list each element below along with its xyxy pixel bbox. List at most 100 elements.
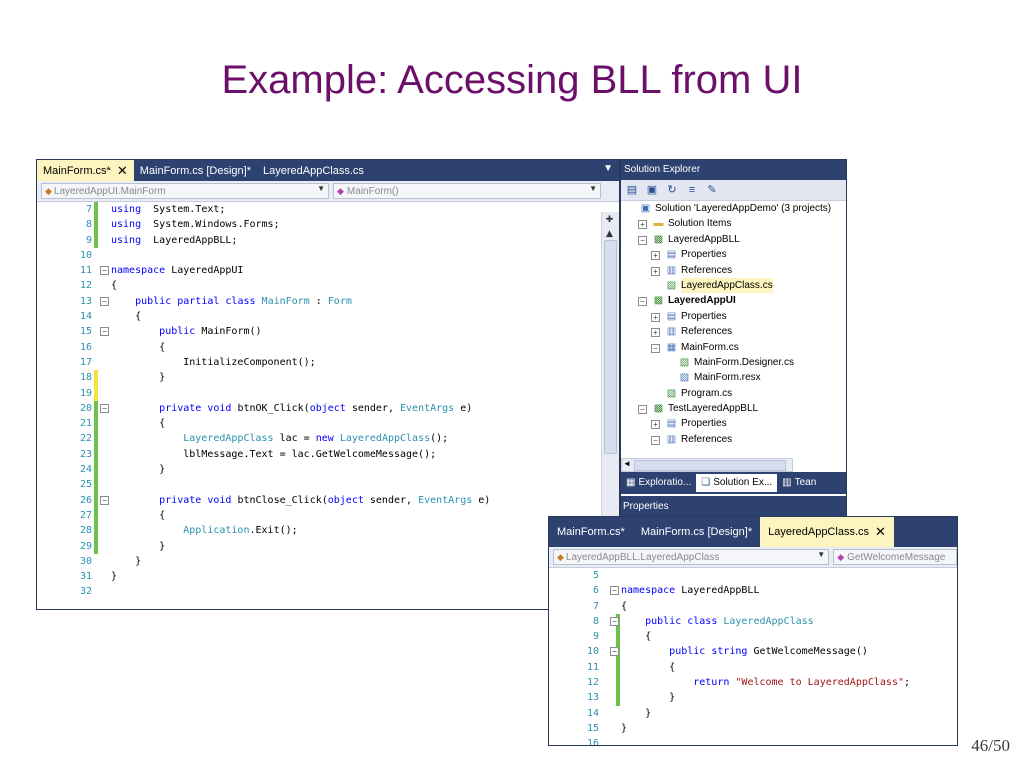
scrollbar-thumb[interactable]: [604, 240, 617, 454]
tree-item[interactable]: +▤Properties: [621, 247, 846, 262]
code-line[interactable]: 6−namespace LayeredAppBLL: [549, 583, 957, 598]
collapse-icon[interactable]: −: [610, 616, 619, 626]
code-line[interactable]: 22 LayeredAppClass lac = new LayeredAppC…: [37, 431, 619, 447]
member-dropdown[interactable]: ◆ GetWelcomeMessage: [833, 549, 957, 565]
expand-icon[interactable]: +: [651, 251, 660, 261]
code-line[interactable]: 5: [549, 568, 957, 583]
code-line[interactable]: 16 {: [37, 340, 619, 355]
code-line[interactable]: 31}: [37, 569, 619, 584]
tab-mainform-design[interactable]: MainForm.cs [Design]*: [134, 160, 257, 181]
collapse-icon[interactable]: −: [651, 343, 660, 353]
expand-icon[interactable]: +: [638, 220, 647, 230]
code-line[interactable]: 17 InitializeComponent();: [37, 355, 619, 370]
code-line[interactable]: 10− public string GetWelcomeMessage(): [549, 644, 957, 660]
code-line[interactable]: 15}: [549, 721, 957, 736]
tree-item[interactable]: −▩LayeredAppBLL: [621, 232, 846, 247]
code-line[interactable]: 28 Application.Exit();: [37, 523, 619, 539]
tree-item[interactable]: +▤Properties: [621, 416, 846, 431]
tree-item[interactable]: ▨MainForm.resx: [621, 370, 846, 385]
code-line[interactable]: 13− public partial class MainForm : Form: [37, 294, 619, 309]
code-line[interactable]: 15− public MainForm(): [37, 324, 619, 339]
type-dropdown[interactable]: ◆ LayeredAppBLL.LayeredAppClass ▼: [553, 549, 830, 565]
properties-icon[interactable]: ▤: [626, 183, 638, 196]
collapse-icon[interactable]: −: [610, 647, 619, 657]
collapse-icon[interactable]: −: [100, 403, 109, 413]
tree-item[interactable]: +▥References: [621, 324, 846, 339]
code-line[interactable]: 8− public class LayeredAppClass: [549, 613, 957, 630]
collapse-icon[interactable]: −: [610, 586, 619, 596]
expand-icon[interactable]: +: [651, 312, 660, 322]
collapse-icon[interactable]: −: [651, 435, 660, 445]
expand-icon[interactable]: +: [651, 266, 660, 276]
tab-solution-explorer[interactable]: ❏ Solution Ex...: [696, 474, 778, 492]
code-line[interactable]: 12{: [37, 278, 619, 293]
code-line[interactable]: 23 lblMessage.Text = lac.GetWelcomeMessa…: [37, 446, 619, 463]
code-line[interactable]: 25: [37, 477, 619, 493]
tab-exploration[interactable]: ▦ Exploratio...: [621, 474, 696, 492]
code-line[interactable]: 16: [549, 736, 957, 745]
tab-layeredappclass-cs[interactable]: LayeredAppClass.cs ✕: [760, 517, 894, 547]
code-line[interactable]: 32: [37, 584, 619, 599]
code-line[interactable]: 26− private void btnClose_Click(object s…: [37, 492, 619, 508]
type-dropdown[interactable]: ◆ LayeredAppUI.MainForm ▼: [41, 183, 329, 199]
scrollbar-thumb[interactable]: [634, 460, 786, 471]
tree-item[interactable]: −▦MainForm.cs: [621, 340, 846, 355]
tree-item[interactable]: ▧MainForm.Designer.cs: [621, 355, 846, 370]
close-icon[interactable]: ✕: [875, 524, 886, 539]
chevron-down-icon[interactable]: ▼: [603, 163, 613, 174]
horizontal-scrollbar[interactable]: ◄: [621, 458, 793, 472]
tree-item[interactable]: +▥References: [621, 263, 846, 278]
code-line[interactable]: 19: [37, 385, 619, 401]
code-line[interactable]: 11−namespace LayeredAppUI: [37, 263, 619, 278]
code-line[interactable]: 30 }: [37, 554, 619, 569]
code-line[interactable]: 9 {: [549, 629, 957, 645]
close-icon[interactable]: ✕: [116, 162, 128, 178]
code-line[interactable]: 14 {: [37, 309, 619, 324]
expand-icon[interactable]: +: [651, 420, 660, 430]
code-line[interactable]: 13 }: [549, 690, 957, 706]
vertical-scrollbar[interactable]: ✚ ▲: [601, 212, 619, 609]
tab-mainform-design[interactable]: MainForm.cs [Design]*: [633, 517, 760, 547]
collapse-icon[interactable]: −: [638, 297, 647, 307]
show-all-files-icon[interactable]: ▣: [646, 183, 658, 196]
code-line[interactable]: 11 {: [549, 659, 957, 676]
tree-item[interactable]: +▤Properties: [621, 309, 846, 324]
code-line[interactable]: 20− private void btnOK_Click(object send…: [37, 400, 619, 417]
tab-team[interactable]: ▥ Tean: [777, 474, 821, 492]
collapse-icon[interactable]: −: [100, 296, 109, 306]
expand-icon[interactable]: +: [651, 328, 660, 338]
view-code-icon[interactable]: ≡: [688, 183, 696, 196]
code-line[interactable]: 18 }: [37, 370, 619, 386]
tab-layeredappclass-cs[interactable]: LayeredAppClass.cs: [257, 160, 370, 181]
collapse-icon[interactable]: −: [100, 327, 109, 337]
collapse-icon[interactable]: −: [100, 266, 109, 276]
code-line[interactable]: 24 }: [37, 462, 619, 478]
scroll-left-icon[interactable]: ◄: [623, 459, 631, 468]
code-line[interactable]: 14 }: [549, 706, 957, 721]
collapse-icon[interactable]: −: [638, 235, 647, 245]
collapse-icon[interactable]: −: [638, 405, 647, 415]
view-designer-icon[interactable]: ✎: [707, 183, 717, 196]
tree-item[interactable]: −▩TestLayeredAppBLL: [621, 401, 846, 416]
refresh-icon[interactable]: ↻: [667, 183, 677, 196]
member-dropdown[interactable]: ◆ MainForm() ▼: [333, 183, 601, 199]
collapse-icon[interactable]: −: [100, 495, 109, 505]
code-line[interactable]: 29 }: [37, 538, 619, 554]
code-line[interactable]: 27 {: [37, 507, 619, 524]
scroll-up-icon[interactable]: ▲: [606, 229, 613, 239]
tab-mainform-cs[interactable]: MainForm.cs* ✕: [37, 160, 134, 181]
tree-item[interactable]: +▬Solution Items: [621, 216, 846, 231]
code-line[interactable]: 10: [37, 248, 619, 263]
code-line[interactable]: 7{: [549, 599, 957, 614]
code-line[interactable]: 12 return "Welcome to LayeredAppClass";: [549, 675, 957, 691]
split-handle-icon[interactable]: ✚: [605, 215, 614, 225]
tree-item[interactable]: −▥References: [621, 432, 846, 447]
tree-item[interactable]: ▧LayeredAppClass.cs: [621, 277, 846, 294]
tree-item[interactable]: −▩LayeredAppUI: [621, 293, 846, 308]
code-line[interactable]: 21 {: [37, 416, 619, 432]
